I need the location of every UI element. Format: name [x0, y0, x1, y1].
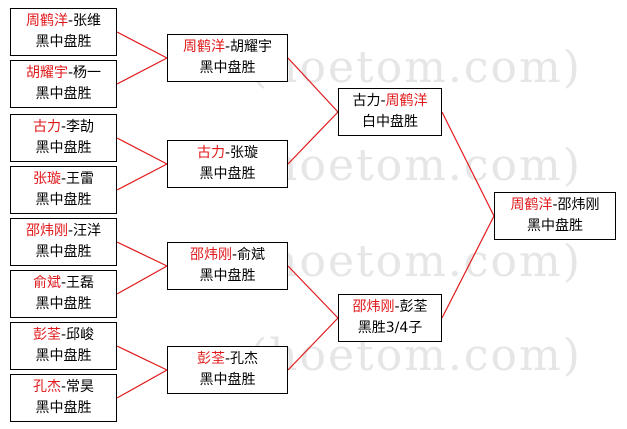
match-result: 黑中盘胜	[35, 34, 92, 50]
match-result: 黑中盘胜	[35, 244, 92, 260]
player-name: 彭荃	[399, 299, 428, 315]
loser-name: 张维	[73, 13, 102, 29]
loser-name: 邱峻	[66, 327, 95, 343]
match-result: 黑中盘胜	[199, 268, 256, 284]
match-round2-1: 周鹤洋-胡耀宇 黑中盘胜	[167, 34, 288, 82]
loser-name: 邵炜刚	[557, 197, 600, 213]
loser-name: 张璇	[230, 145, 259, 161]
match-result: 黑胜3/4子	[357, 320, 423, 336]
connector-line	[116, 345, 168, 371]
connector-line	[116, 137, 168, 165]
connector-line	[116, 241, 168, 267]
connector-line	[287, 317, 339, 371]
match-round2-2: 古力-张璇 黑中盘胜	[167, 140, 288, 188]
loser-name: 常昊	[66, 379, 95, 395]
match-round1-6: 俞斌-王磊 黑中盘胜	[10, 270, 117, 318]
match-result: 黑中盘胜	[199, 166, 256, 182]
winner-name: 古力	[196, 145, 225, 161]
winner-name: 彭荃	[196, 351, 225, 367]
connector-line	[287, 111, 339, 165]
connector-line	[116, 369, 168, 399]
match-round2-3: 邵炜刚-俞斌 黑中盘胜	[167, 242, 288, 290]
connector-line	[441, 111, 495, 217]
connector-line	[116, 265, 168, 295]
match-final: 周鹤洋-邵炜刚 黑中盘胜	[494, 192, 616, 240]
match-result: 黑中盘胜	[35, 400, 92, 416]
match-round1-5: 邵炜刚-汪洋 黑中盘胜	[10, 218, 117, 266]
watermark: (hoetom.com)	[250, 236, 582, 287]
winner-name: 胡耀宇	[25, 65, 68, 81]
match-round1-8: 孔杰-常昊 黑中盘胜	[10, 374, 117, 422]
loser-name: 胡耀宇	[230, 39, 273, 55]
match-result: 黑中盘胜	[35, 140, 92, 156]
winner-name: 邵炜刚	[352, 299, 395, 315]
match-result: 黑中盘胜	[35, 192, 92, 208]
match-result: 白中盘胜	[362, 114, 418, 130]
match-round1-3: 古力-李劼 黑中盘胜	[10, 114, 117, 162]
winner-name: 周鹤洋	[385, 93, 428, 109]
connector-line	[116, 163, 168, 191]
loser-name: 王磊	[66, 275, 95, 291]
connector-line	[116, 31, 168, 59]
match-result: 黑中盘胜	[527, 218, 583, 234]
match-result: 黑中盘胜	[35, 86, 92, 102]
loser-name: 杨一	[73, 65, 102, 81]
match-result: 黑中盘胜	[199, 60, 256, 76]
match-round1-4: 张璇-王雷 黑中盘胜	[10, 166, 117, 214]
winner-name: 邵炜刚	[189, 247, 232, 263]
winner-name: 俞斌	[32, 275, 61, 291]
loser-name: 王雷	[66, 171, 95, 187]
connector-line	[116, 57, 168, 85]
match-semifinal-2: 邵炜刚-彭荃 黑胜3/4子	[338, 294, 442, 342]
match-round1-1: 周鹤洋-张维 黑中盘胜	[10, 8, 117, 56]
winner-name: 周鹤洋	[182, 39, 225, 55]
winner-name: 彭荃	[32, 327, 61, 343]
match-round1-2: 胡耀宇-杨一 黑中盘胜	[10, 60, 117, 108]
connector-line	[287, 57, 339, 113]
watermark: (hoetom.com)	[250, 140, 582, 191]
winner-name: 周鹤洋	[25, 13, 68, 29]
player-name: 古力	[352, 93, 381, 109]
match-round2-4: 彭荃-孔杰 黑中盘胜	[167, 346, 288, 394]
winner-name: 孔杰	[32, 379, 61, 395]
watermark: (hoetom.com)	[250, 42, 582, 93]
loser-name: 汪洋	[73, 223, 102, 239]
match-result: 黑中盘胜	[35, 348, 92, 364]
connector-line	[441, 215, 495, 319]
winner-name: 古力	[32, 119, 61, 135]
match-result: 黑中盘胜	[199, 372, 256, 388]
loser-name: 李劼	[66, 119, 95, 135]
winner-name: 邵炜刚	[25, 223, 68, 239]
loser-name: 孔杰	[230, 351, 259, 367]
winner-name: 周鹤洋	[510, 197, 553, 213]
winner-name: 张璇	[32, 171, 61, 187]
loser-name: 俞斌	[237, 247, 266, 263]
match-round1-7: 彭荃-邱峻 黑中盘胜	[10, 322, 117, 370]
match-result: 黑中盘胜	[35, 296, 92, 312]
connector-line	[287, 265, 339, 319]
match-semifinal-1: 古力-周鹤洋 白中盘胜	[338, 88, 442, 136]
